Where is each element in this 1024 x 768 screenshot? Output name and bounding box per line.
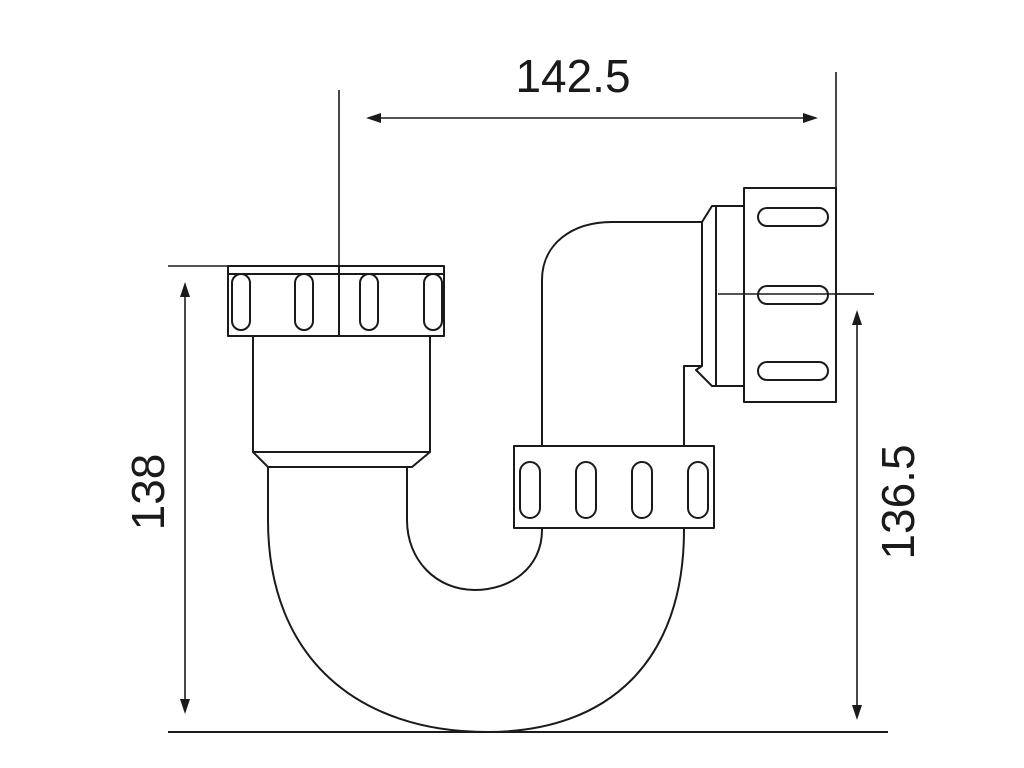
left-height-dimension-label: 138 (122, 454, 174, 531)
left-dim-arrow-bottom (180, 699, 190, 714)
right-nut-slot-2 (757, 285, 829, 305)
right-nut-slot-3 (757, 361, 829, 381)
left-nut-body (227, 265, 445, 337)
middle-nut-slot-1 (519, 461, 541, 519)
left-nut-slot-1 (231, 273, 251, 331)
right-dim-arrow-top (852, 310, 862, 325)
right-height-dimension-label: 136.5 (872, 444, 924, 559)
middle-nut-slot-4 (687, 461, 709, 519)
left-nut-slot-3 (359, 273, 379, 331)
middle-nut-slot-2 (575, 461, 597, 519)
horizontal-dim-arrow-left (366, 113, 381, 123)
upper-elbow (541, 221, 703, 449)
left-inlet-nut (227, 265, 445, 337)
middle-nut-body (513, 445, 715, 529)
middle-nut-slot-3 (631, 461, 653, 519)
middle-collar-nut (513, 445, 715, 529)
left-nut-slot-2 (294, 273, 314, 331)
left-inlet-pipe (252, 335, 431, 468)
left-dim-arrow-top (180, 282, 190, 297)
left-nut-slot-4 (423, 273, 443, 331)
right-nut-slot-1 (757, 207, 829, 227)
right-dim-arrow-bottom (852, 705, 862, 720)
outlet-stub (695, 205, 745, 387)
right-outlet-nut (743, 187, 837, 403)
horizontal-dimension-label: 142.5 (515, 50, 630, 102)
horizontal-dim-arrow-right (803, 113, 818, 123)
